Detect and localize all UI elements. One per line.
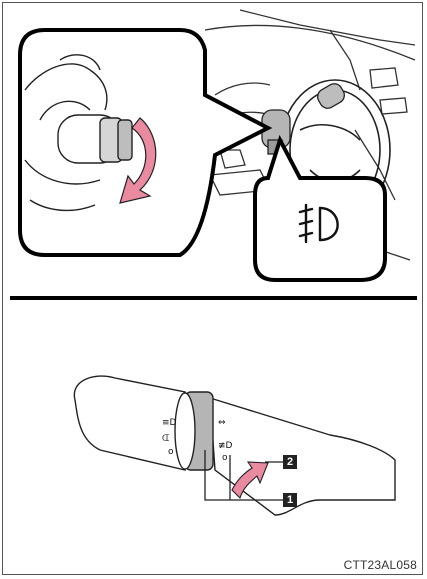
fog-off-mark-icon: o xyxy=(222,453,228,463)
figure-caption: CTT23AL058 xyxy=(344,558,417,572)
off-mark-icon: o xyxy=(168,447,174,457)
callout-box-1: 1 xyxy=(283,493,297,507)
tail-light-icon: ⇔ xyxy=(218,418,226,428)
stalk-illustration: ≡D ᗭ o ⇔ ≢D o xyxy=(0,300,427,579)
parking-light-icon: ᗭ xyxy=(162,434,170,444)
callout-number: 2 xyxy=(287,456,293,468)
callout-number: 1 xyxy=(287,494,293,506)
switch-lever xyxy=(74,376,395,515)
switch-barrel xyxy=(58,115,132,163)
callout-box-2: 2 xyxy=(283,455,297,469)
dashboard-illustration xyxy=(0,0,427,300)
headlight-icon: ≡D xyxy=(162,418,177,428)
fog-icon: ≢D xyxy=(218,441,233,451)
